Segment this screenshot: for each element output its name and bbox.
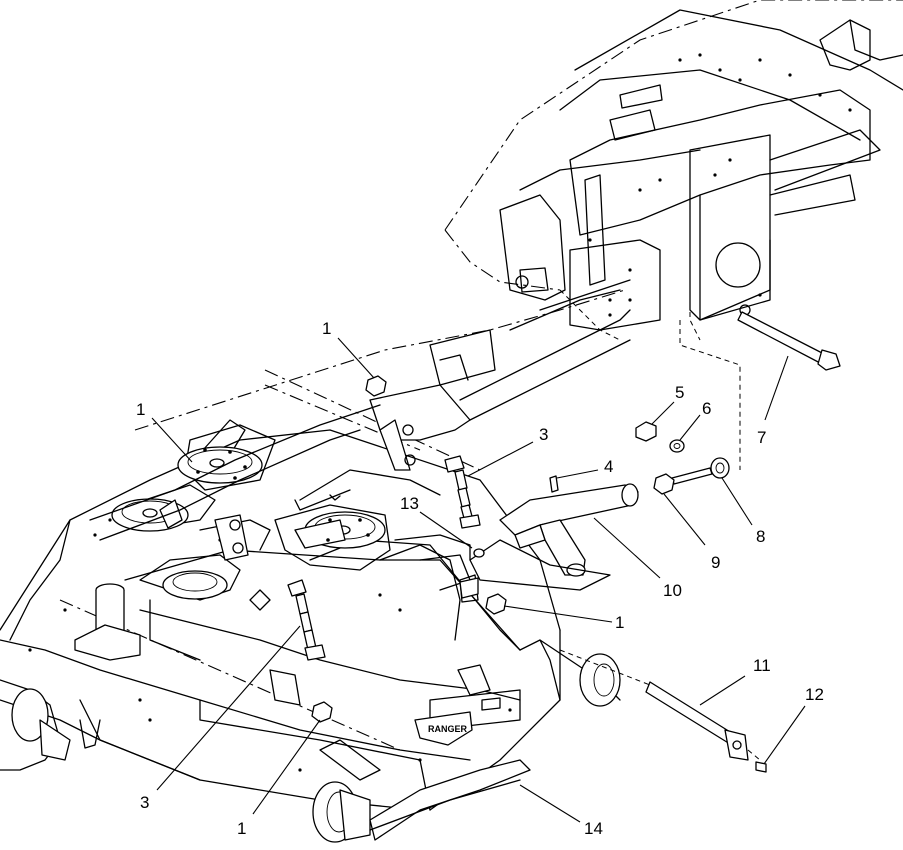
part-14-strut (369, 779, 521, 831)
part-8-rod-end (671, 457, 730, 485)
callout-3-upper: 3 (539, 425, 548, 444)
part-1-nut-bottom (311, 701, 333, 723)
deck-wheels (11, 653, 621, 843)
spindle-pulleys (111, 446, 386, 600)
callout-9: 9 (711, 553, 720, 572)
tractor-frame (444, 0, 903, 470)
part-13-spacer (473, 548, 485, 558)
callout-14: 14 (584, 819, 603, 838)
callout-8: 8 (756, 527, 765, 546)
callout-4: 4 (604, 457, 613, 476)
callout-1-bottom: 1 (237, 819, 246, 838)
part-6-washer (669, 439, 685, 453)
callout-1-left: 1 (136, 400, 145, 419)
callout-5: 5 (675, 383, 684, 402)
ranger-decal: RANGER (414, 697, 501, 746)
callout-13: 13 (400, 494, 419, 513)
decal-text: RANGER (428, 724, 468, 734)
callout-6: 6 (702, 399, 711, 418)
callout-labels: 1 1 3 4 5 6 7 8 9 10 13 1 11 12 3 1 14 (136, 319, 824, 838)
part-5-nut (635, 421, 657, 442)
part-1-nut-mid (459, 577, 507, 615)
callout-12: 12 (805, 685, 824, 704)
cross-rail (89, 279, 631, 541)
callout-1-mid: 1 (615, 613, 624, 632)
deck-stand-pipe (74, 583, 141, 661)
part-12-bolt (747, 749, 767, 773)
part-10-lift-arm (469, 483, 639, 591)
callout-3-lower: 3 (140, 793, 149, 812)
leader-lines (151, 337, 806, 823)
part-1-nut-top (365, 375, 387, 397)
part-4-grease-fitting (549, 475, 559, 493)
mower-deck (0, 289, 626, 811)
callout-11: 11 (753, 656, 771, 675)
part-9-nut (653, 473, 675, 495)
part-3-chain-upper (444, 455, 481, 529)
callout-10: 10 (663, 581, 682, 600)
part-11-rod (559, 649, 749, 761)
lift-bracket (214, 329, 496, 706)
callout-7: 7 (757, 428, 766, 447)
part-7-bolt (737, 311, 841, 371)
callout-1-top: 1 (322, 319, 331, 338)
part-3-chain-lower (287, 579, 326, 661)
